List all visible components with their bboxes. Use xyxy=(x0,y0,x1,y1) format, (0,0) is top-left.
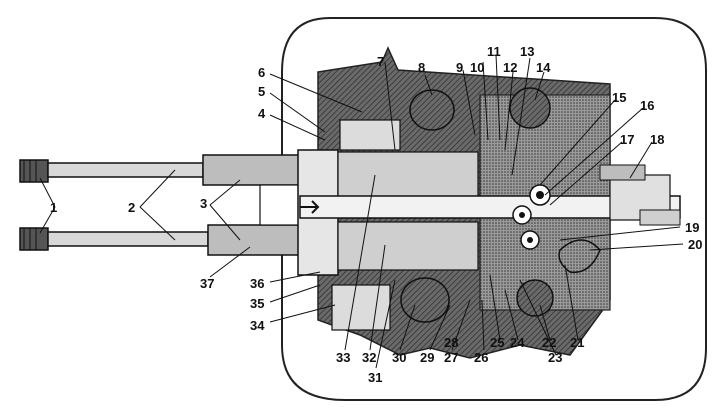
callout-7: 7 xyxy=(377,54,384,69)
callout-23: 23 xyxy=(548,350,562,365)
callout-10: 10 xyxy=(470,60,484,75)
callout-22: 22 xyxy=(542,335,556,350)
gun-cradle xyxy=(297,119,681,331)
callout-labels: 1 2 3 4 5 6 7 8 9 10 11 12 13 14 15 16 1… xyxy=(50,44,702,385)
callout-24: 24 xyxy=(510,335,525,350)
callout-21: 21 xyxy=(570,335,584,350)
gun-barrels xyxy=(19,159,209,251)
callout-27: 27 xyxy=(444,350,458,365)
gear-train xyxy=(512,184,551,250)
callout-18: 18 xyxy=(650,132,664,147)
callout-17: 17 xyxy=(620,132,634,147)
callout-30: 30 xyxy=(392,350,406,365)
callout-34: 34 xyxy=(250,318,265,333)
callout-3: 3 xyxy=(200,196,207,211)
callout-1: 1 xyxy=(50,200,57,215)
leader-lines xyxy=(39,54,684,369)
callout-16: 16 xyxy=(640,98,654,113)
callout-20: 20 xyxy=(688,237,702,252)
callout-8: 8 xyxy=(418,60,425,75)
callout-11: 11 xyxy=(487,44,501,59)
callout-29: 29 xyxy=(420,350,434,365)
callout-36: 36 xyxy=(250,276,264,291)
callout-25: 25 xyxy=(490,335,504,350)
sight-assembly xyxy=(599,164,681,226)
callout-13: 13 xyxy=(520,44,534,59)
callout-9: 9 xyxy=(456,60,463,75)
callout-31: 31 xyxy=(368,370,382,385)
callout-5: 5 xyxy=(258,84,265,99)
callout-6: 6 xyxy=(258,65,265,80)
callout-26: 26 xyxy=(474,350,488,365)
callout-28: 28 xyxy=(444,335,458,350)
callout-37: 37 xyxy=(200,276,214,291)
callout-4: 4 xyxy=(258,106,266,121)
callout-14: 14 xyxy=(536,60,551,75)
callout-32: 32 xyxy=(362,350,376,365)
callout-35: 35 xyxy=(250,296,264,311)
recoil-jackets xyxy=(202,154,304,256)
callout-15: 15 xyxy=(612,90,626,105)
callout-33: 33 xyxy=(336,350,350,365)
callout-19: 19 xyxy=(685,220,699,235)
callout-2: 2 xyxy=(128,200,135,215)
callout-12: 12 xyxy=(503,60,517,75)
